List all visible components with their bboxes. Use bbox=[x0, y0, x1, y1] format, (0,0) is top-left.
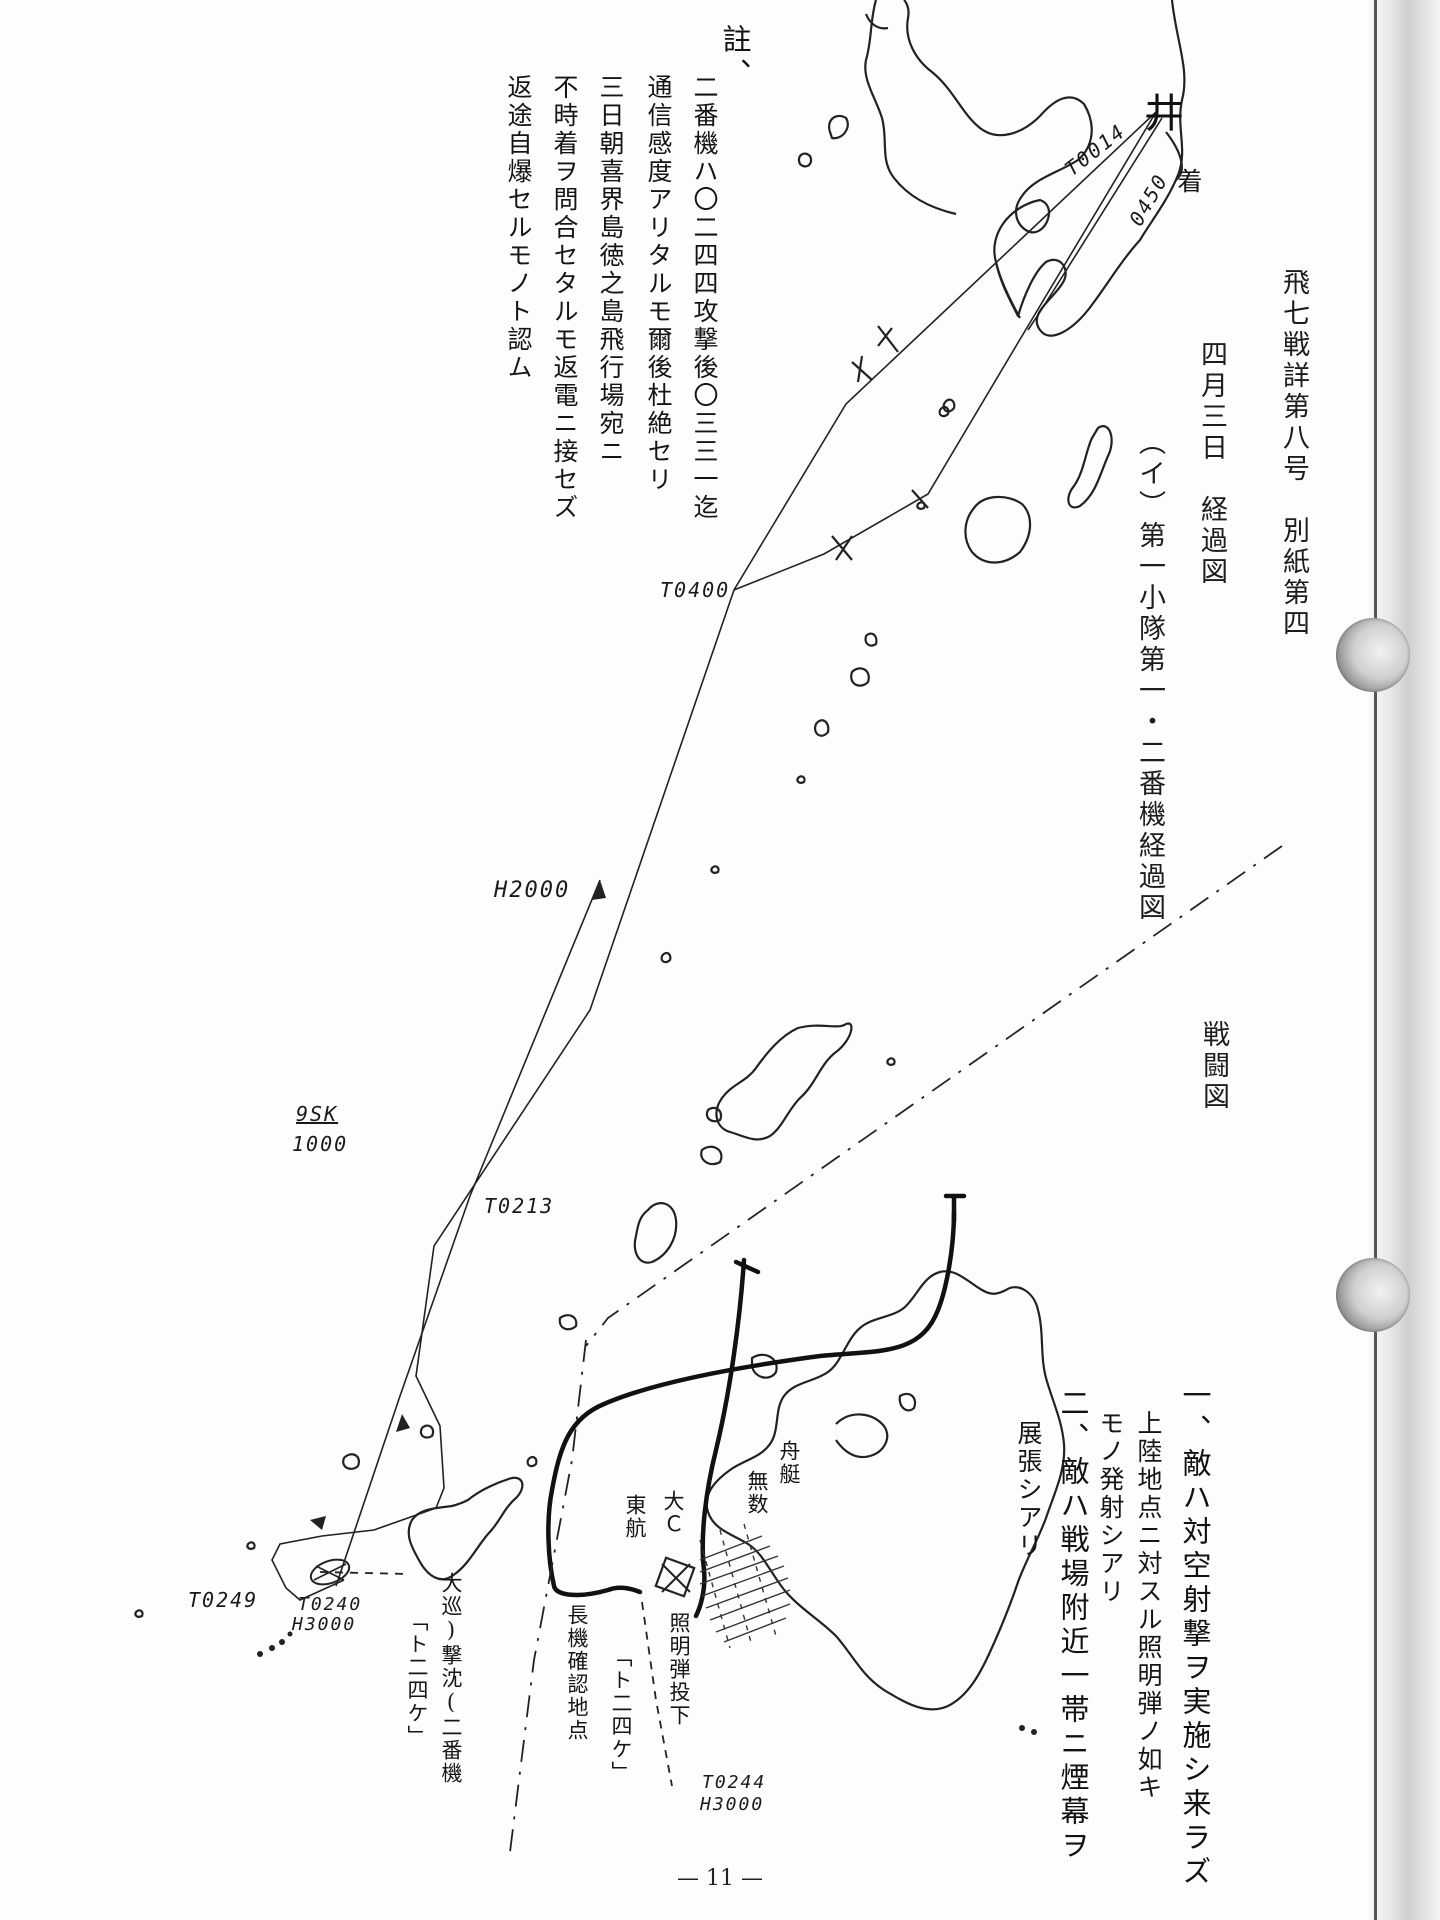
tokunoshima-island bbox=[633, 1202, 678, 1264]
island bbox=[700, 1145, 723, 1166]
note-heading: 註、 bbox=[718, 24, 752, 92]
time-label-t0244: T0244 bbox=[702, 1772, 767, 1793]
island bbox=[797, 152, 813, 168]
binder-line bbox=[1374, 0, 1377, 1920]
illumination-drop-label: 照明弾投下 bbox=[667, 1612, 691, 1727]
route-tick bbox=[911, 489, 929, 509]
binder-ring-hole bbox=[1336, 618, 1410, 692]
altitude-label-h3000-left: H3000 bbox=[292, 1614, 357, 1635]
time-label-t0240: T0240 bbox=[298, 1594, 363, 1615]
time-label-t0213: T0213 bbox=[484, 1194, 555, 1218]
observation-line: 二、敵ハ戦場附近一帯ニ煙幕ヲ bbox=[1056, 1388, 1090, 1864]
numerous-label: 無数 bbox=[745, 1470, 769, 1516]
binder-ring-hole bbox=[1336, 1258, 1410, 1332]
coast-fragment bbox=[864, 0, 957, 216]
altitude-label-h3000-right: H3000 bbox=[700, 1794, 765, 1815]
coast-fragment bbox=[994, 261, 1021, 319]
route-plane-2 bbox=[733, 111, 1157, 591]
island bbox=[850, 667, 870, 687]
ship-symbol bbox=[654, 1556, 696, 1598]
base-symbol: 井 bbox=[1137, 92, 1183, 132]
attack-tick bbox=[733, 1259, 761, 1275]
island bbox=[886, 1057, 896, 1066]
island bbox=[864, 632, 878, 647]
ship-east-label: 東航 bbox=[623, 1494, 647, 1540]
time-label-t0400: T0400 bbox=[660, 578, 731, 602]
coast-fragment bbox=[864, 13, 889, 30]
altitude-label-h2000: H2000 bbox=[494, 878, 571, 903]
route-arrow bbox=[592, 880, 606, 900]
date-title: 四月三日 経過図 bbox=[1196, 340, 1227, 588]
island bbox=[828, 114, 849, 140]
weather-label-bottom: 1000 bbox=[292, 1132, 349, 1156]
island bbox=[942, 398, 956, 413]
note-line: 不時着ヲ問合セタルモ返電ニ接セズ bbox=[550, 74, 579, 522]
attack-path-2 bbox=[693, 1257, 747, 1619]
note-line: 返途自爆セルモノト認ム bbox=[504, 74, 533, 382]
note-line: 二番機ハ〇二四四攻撃後〇三三一迄 bbox=[690, 74, 719, 522]
illumination-time-label: 「ト二四ケ」 bbox=[609, 1646, 633, 1784]
observation-line: 一、敵ハ対空射撃ヲ実施シ来ラズ bbox=[1178, 1380, 1212, 1890]
route-tick bbox=[851, 355, 873, 383]
coast-fragment bbox=[898, 1392, 917, 1412]
island bbox=[814, 719, 830, 737]
arrival-mark bbox=[1165, 131, 1183, 181]
island bbox=[246, 1541, 256, 1550]
island bbox=[750, 1353, 778, 1379]
attack-tick bbox=[943, 1193, 967, 1225]
sunk-cruiser-symbol bbox=[309, 1558, 351, 1586]
sea-dots bbox=[257, 1631, 1037, 1735]
boats-label: 舟艇 bbox=[777, 1440, 801, 1486]
doc-reference: 飛七戦詳第八号 別紙第四 bbox=[1278, 268, 1309, 640]
attack-path-1 bbox=[546, 1209, 957, 1598]
island bbox=[660, 951, 672, 964]
island bbox=[796, 775, 806, 784]
observation-line: 上陸地点ニ対スル照明弾ノ如キ bbox=[1134, 1410, 1163, 1802]
island bbox=[419, 1424, 435, 1439]
route-plane-1 bbox=[271, 111, 1157, 1601]
dashdot-line-1 bbox=[585, 845, 1283, 1347]
ship-big-label: 大Ｃ bbox=[661, 1490, 685, 1536]
dashed-line-2 bbox=[641, 1601, 673, 1787]
leader-confirm-label: 長機確認地点 bbox=[565, 1604, 589, 1742]
page-number: — 11 — bbox=[677, 1866, 763, 1891]
observation-line: 展張シアリ bbox=[1014, 1420, 1043, 1560]
island bbox=[705, 1106, 723, 1123]
cruiser-time-label: 「ト二四ケ」 bbox=[405, 1610, 429, 1748]
weather-label-top: 9SK bbox=[296, 1102, 339, 1126]
amami-island bbox=[715, 1022, 853, 1141]
island bbox=[710, 865, 720, 874]
route-tick bbox=[877, 325, 899, 353]
landing-zone-hatch bbox=[699, 1523, 791, 1649]
route-arrow bbox=[396, 1414, 410, 1432]
route-outbound bbox=[335, 879, 601, 1587]
dashdot-line-2 bbox=[509, 1339, 587, 1853]
kume-island bbox=[407, 1476, 524, 1581]
time-label-t0249: T0249 bbox=[188, 1588, 259, 1612]
arrival-label: 着 bbox=[1174, 168, 1203, 196]
island bbox=[526, 1455, 538, 1468]
dashed-line-1 bbox=[319, 1571, 411, 1575]
note-line: 通信感度アリタルモ爾後杜絶セリ bbox=[644, 74, 673, 494]
route-arrow bbox=[310, 1516, 326, 1530]
battle-label: 戦闘図 bbox=[1198, 1020, 1229, 1113]
northern-coastline bbox=[903, 0, 1186, 337]
binder-edge bbox=[1368, 0, 1440, 1920]
route-tick bbox=[831, 535, 853, 561]
coast-fragment bbox=[835, 1413, 889, 1459]
unit-title: （イ）第一小隊第一・二番機経過図 bbox=[1134, 428, 1165, 924]
note-line: 三日朝喜界島徳之島飛行場宛ニ bbox=[596, 74, 625, 466]
island bbox=[134, 1609, 144, 1618]
island bbox=[558, 1314, 578, 1331]
cruiser-sunk-label: 大巡)撃沈(二番機 bbox=[439, 1572, 463, 1785]
island bbox=[964, 495, 1032, 564]
island bbox=[1067, 425, 1113, 509]
route-return bbox=[1027, 117, 1163, 331]
island bbox=[916, 501, 926, 510]
island bbox=[342, 1453, 360, 1470]
observation-line: モノ発射シアリ bbox=[1096, 1410, 1125, 1606]
